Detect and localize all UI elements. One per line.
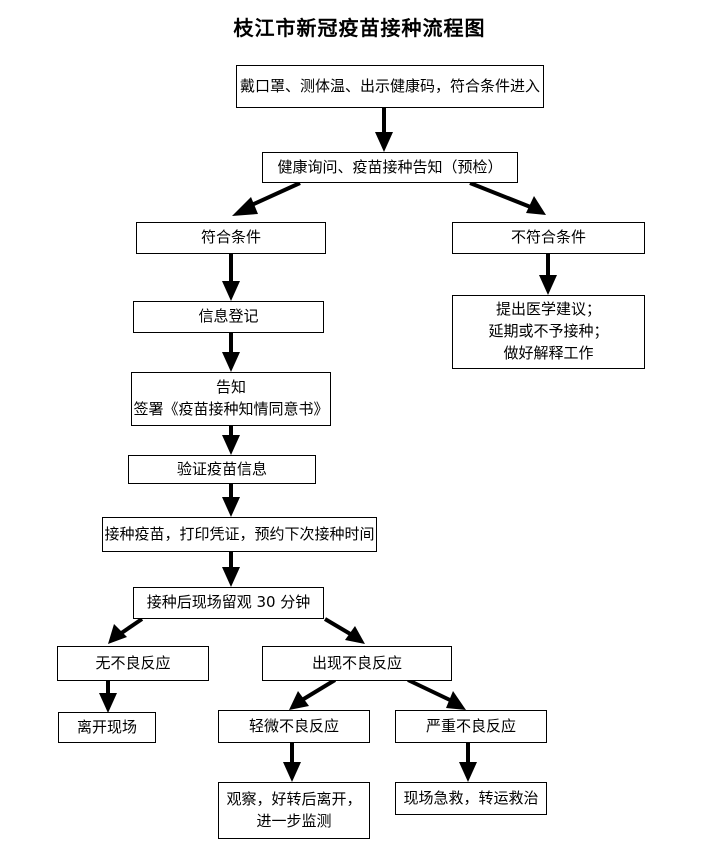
arrowhead-consent-to-verify [222, 435, 240, 455]
node-vaccinate-line-0: 接种疫苗，打印凭证，预约下次接种时间 [104, 524, 375, 543]
edge-has-reaction-to-mild [300, 678, 337, 702]
node-observe-improve-line-1: 进一步监测 [256, 811, 332, 830]
node-has-reaction-line-0: 出现不良反应 [311, 653, 402, 672]
edge-observe-to-no-reaction [118, 617, 144, 636]
arrowhead-observe-to-no-reaction [108, 624, 127, 644]
arrowhead-verify-to-vaccinate [222, 497, 240, 517]
edge-observe-to-has-reaction [323, 617, 354, 637]
node-verify-vaccine-line-0: 验证疫苗信息 [176, 459, 267, 478]
node-inform-consent[interactable]: 告知 签署《疫苗接种知情同意书》 [131, 372, 331, 426]
node-inform-consent-line-1: 签署《疫苗接种知情同意书》 [133, 400, 329, 418]
arrowhead-entry-to-prescreen [375, 132, 393, 152]
node-leave-site-line-0: 离开现场 [76, 717, 137, 736]
node-mild-reaction-line-0: 轻微不良反应 [248, 716, 339, 735]
arrowhead-register-to-consent [222, 352, 240, 372]
node-not-eligible[interactable]: 不符合条件 [452, 222, 645, 254]
node-severe-reaction[interactable]: 严重不良反应 [395, 710, 547, 743]
node-not-eligible-line-0: 不符合条件 [510, 228, 586, 247]
node-medical-advice-line-2: 做好解释工作 [503, 343, 594, 362]
node-verify-vaccine[interactable]: 验证疫苗信息 [128, 455, 316, 484]
node-vaccinate[interactable]: 接种疫苗，打印凭证，预约下次接种时间 [102, 517, 377, 552]
arrowhead-observe-to-has-reaction [345, 626, 365, 644]
node-observe-30[interactable]: 接种后现场留观 30 分钟 [133, 587, 324, 619]
node-register-line-0: 信息登记 [198, 307, 259, 326]
arrowhead-eligible-to-register [222, 281, 240, 301]
node-observe-improve[interactable]: 观察，好转后离开， 进一步监测 [218, 782, 370, 839]
node-leave-site[interactable]: 离开现场 [58, 712, 156, 743]
arrowhead-not-eligible-to-advice [539, 275, 557, 295]
node-register[interactable]: 信息登记 [133, 301, 324, 333]
arrowhead-prescreen-to-eligible [232, 197, 258, 216]
arrowhead-severe-to-emergency [459, 762, 477, 782]
arrowhead-mild-to-observe-improve [283, 762, 301, 782]
node-observe-improve-line-0: 观察，好转后离开， [226, 789, 362, 808]
edge-has-reaction-to-severe [407, 678, 453, 703]
edge-prescreen-to-not-eligible [469, 181, 534, 210]
node-observe-30-line-0: 接种后现场留观 30 分钟 [146, 593, 311, 612]
node-medical-advice-line-1: 延期或不予接种； [488, 322, 609, 341]
arrowhead-has-reaction-to-mild [289, 691, 309, 710]
node-prescreen[interactable]: 健康询问、疫苗接种告知（预检） [262, 152, 518, 183]
node-prescreen-line-0: 健康询问、疫苗接种告知（预检） [277, 157, 503, 176]
page-title: 枝江市新冠疫苗接种流程图 [233, 16, 486, 40]
node-eligible[interactable]: 符合条件 [136, 222, 326, 254]
node-emergency[interactable]: 现场急救，转运救治 [395, 782, 547, 815]
edge-prescreen-to-eligible [244, 181, 301, 210]
arrowhead-prescreen-to-not-eligible [526, 196, 546, 215]
arrowhead-vaccinate-to-observe [222, 567, 240, 587]
node-eligible-line-0: 符合条件 [200, 228, 261, 247]
node-medical-advice-line-0: 提出医学建议； [495, 300, 601, 319]
arrowhead-no-reaction-to-leave [99, 693, 117, 713]
node-no-reaction[interactable]: 无不良反应 [57, 646, 209, 681]
node-entry[interactable]: 戴口罩、测体温、出示健康码，符合条件进入 [236, 65, 544, 108]
node-inform-consent-line-0: 告知 [215, 378, 246, 397]
node-has-reaction[interactable]: 出现不良反应 [262, 646, 452, 681]
node-entry-line-0: 戴口罩、测体温、出示健康码，符合条件进入 [239, 76, 540, 95]
node-emergency-line-0: 现场急救，转运救治 [403, 788, 539, 807]
node-severe-reaction-line-0: 严重不良反应 [425, 716, 516, 735]
node-medical-advice[interactable]: 提出医学建议； 延期或不予接种； 做好解释工作 [452, 295, 645, 369]
arrowhead-has-reaction-to-severe [446, 691, 466, 710]
node-mild-reaction[interactable]: 轻微不良反应 [218, 710, 370, 743]
node-no-reaction-line-0: 无不良反应 [95, 653, 171, 672]
